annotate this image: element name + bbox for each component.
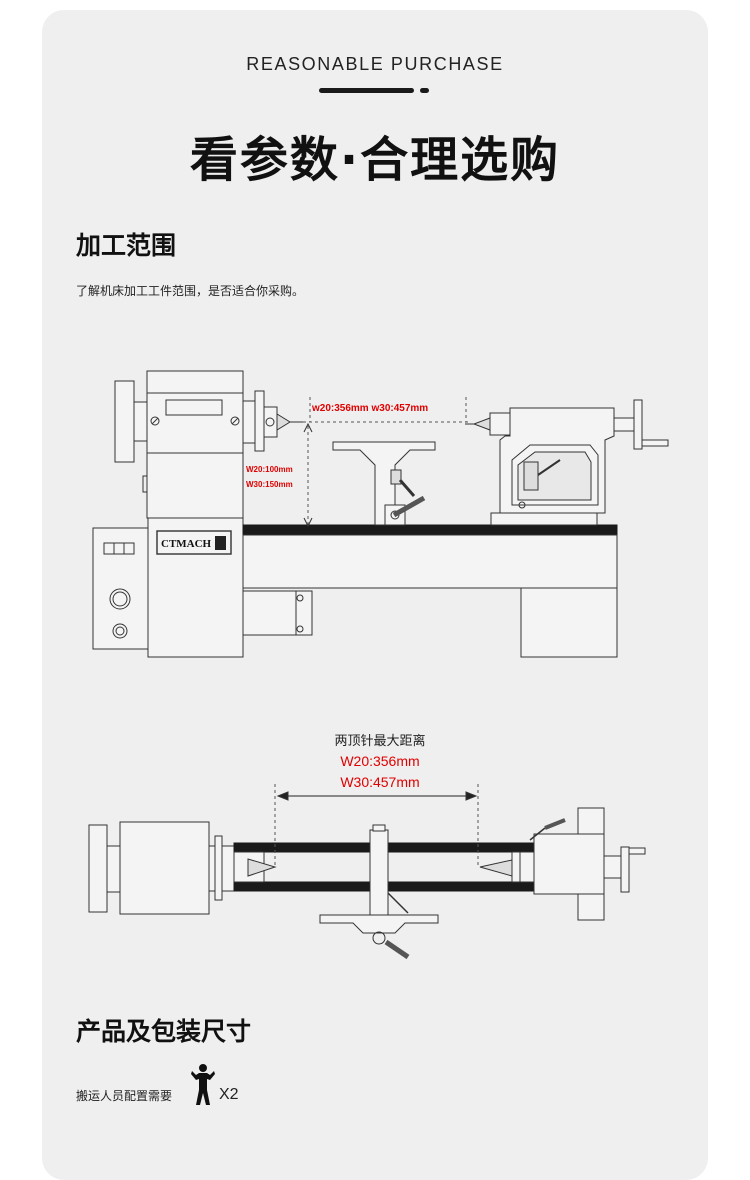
lathe-side-view bbox=[92, 370, 669, 658]
section-title-processing-range: 加工范围 bbox=[76, 231, 177, 260]
height-dimension-label-w30: W30:150mm bbox=[246, 480, 293, 489]
page-title: 看参数·合理选购 bbox=[189, 132, 561, 188]
lathe-top-view bbox=[88, 784, 646, 960]
brand-logo: CTMACH bbox=[161, 538, 212, 550]
strongman-icon bbox=[191, 1064, 215, 1105]
height-dimension-label-w20: W20:100mm bbox=[246, 465, 293, 474]
max-center-distance-caption: 两顶针最大距离 bbox=[334, 733, 425, 749]
center-distance-w20: W20:356mm bbox=[340, 753, 419, 769]
title-underline bbox=[319, 88, 414, 93]
brand-badge-icon bbox=[215, 536, 226, 550]
center-distance-w30: W30:457mm bbox=[340, 774, 419, 790]
title-underline-dot bbox=[420, 88, 429, 93]
section-title-product-package-size: 产品及包装尺寸 bbox=[76, 1017, 252, 1046]
section-description: 了解机床加工工件范围，是否适合你采购。 bbox=[76, 284, 305, 298]
length-dimension-label: w20:356mm w30:457mm bbox=[311, 403, 428, 414]
eyebrow-text: REASONABLE PURCHASE bbox=[246, 54, 504, 74]
movers-label: 搬运人员配置需要 bbox=[76, 1089, 173, 1103]
movers-count: X2 bbox=[219, 1086, 239, 1103]
